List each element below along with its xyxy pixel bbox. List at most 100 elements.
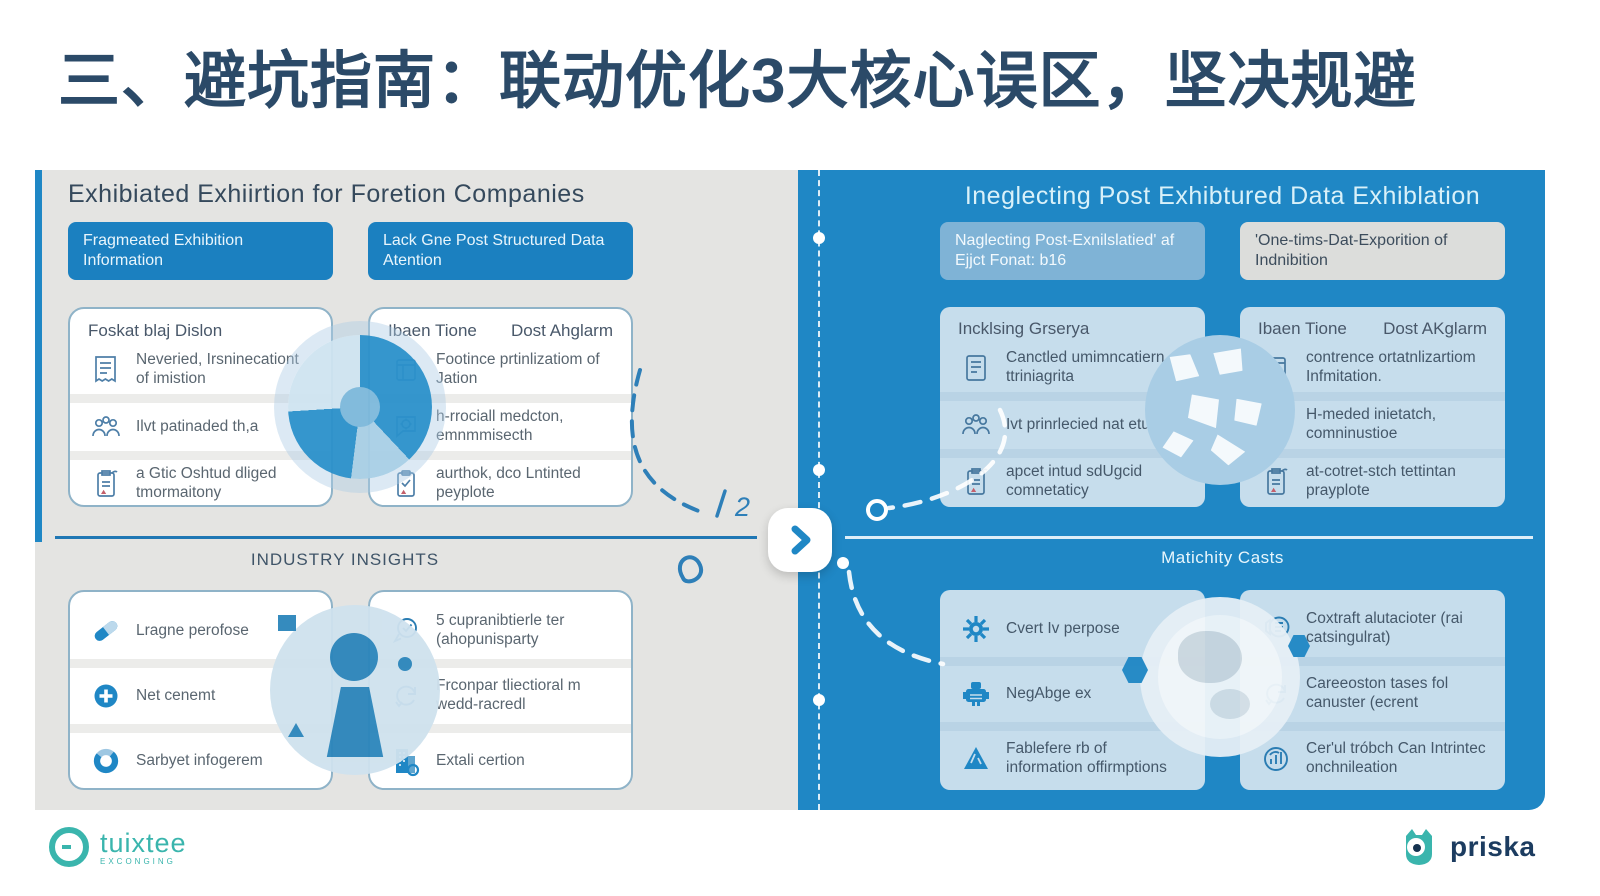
item-text: Footince prtinlizatiom of Jation (436, 351, 600, 387)
infographic: Exhibiated Exhiirtion for Foretion Compa… (35, 170, 1545, 810)
item-text: a Gtic Oshtud dliged tmormaitony (136, 465, 277, 501)
divider-dot (813, 694, 825, 706)
receipt-icon (95, 356, 116, 383)
list-item: Lragne perofose (88, 604, 313, 658)
panel-divider-dashed-line (818, 170, 820, 810)
separator (940, 392, 1205, 401)
chat-settings-icon (396, 416, 416, 438)
list-item: h-rrociall medcton, emnmmisecth (388, 404, 613, 450)
separator (940, 449, 1205, 458)
item-text: aurthok, dco Lntinted peyplote (436, 465, 581, 501)
clipboard-check-icon (397, 470, 415, 497)
group-icon (92, 416, 120, 437)
refresh-icon (395, 685, 416, 708)
left-header-box-1: Fragmeated Exhibition Information (68, 222, 333, 280)
item-text: apcet intud sdUgcid comnetaticy (1006, 463, 1143, 499)
list-item: Coxtraft alutacioter (rai catsingulrat) (1258, 602, 1487, 656)
robot-icon (963, 682, 989, 706)
separator (370, 724, 631, 733)
separator (1240, 449, 1505, 458)
separator (70, 659, 331, 668)
separator (370, 659, 631, 668)
list-item: 5 cupranibtierle ter (ahopunisparty (388, 604, 613, 658)
frame-icon (396, 359, 416, 381)
item-text: Cer'ul tróbch Can Intrintec onchnileatio… (1306, 740, 1486, 776)
list-item: H-meded inietatch, comninustioe (1258, 402, 1487, 448)
list-item: Canctled umimncatiern ttriniagrita (958, 345, 1187, 391)
list-item: aurthok, dco Lntinted peyplote (388, 461, 613, 505)
item-text: Careeoston tases fol canuster (ecrent (1306, 675, 1449, 711)
list-item: Ilvt patinaded th,a (88, 404, 313, 450)
priska-logo-text: priska (1450, 831, 1536, 862)
item-text: Fablefere rb of information offirmptions (1006, 740, 1167, 776)
item-text: Cvert Iv perpose (1006, 619, 1120, 637)
item-text: h-rrociall medcton, emnmmisecth (436, 408, 564, 444)
list-item: apcet intud sdUgcid comnetaticy (958, 459, 1187, 505)
separator (940, 722, 1205, 731)
frame-icon (1266, 357, 1286, 379)
list-item: a Gtic Oshtud dliged tmormaitony (88, 461, 313, 505)
item-text: at-cotret-stch tettintan prayplote (1306, 463, 1456, 499)
card-title-right: Dost Ahglarm (510, 321, 613, 340)
right-divider-label: Matichity Casts (1161, 548, 1284, 567)
item-text: Coxtraft alutacioter (rai catsingulrat) (1306, 610, 1463, 646)
list-item: Footince prtinlizatiom of Jation (388, 347, 613, 393)
list-item: contrence ortatnlizartiom Infmitation. (1258, 345, 1487, 391)
list-item: Fablefere rb of information offirmptions (958, 732, 1187, 786)
clipboard-warning-icon (967, 468, 988, 495)
clipboard-warning-icon (1267, 468, 1288, 495)
left-header-box-2: Lack Gne Post Structured Data Atention (368, 222, 633, 280)
card-maturity-2: Coxtraft alutacioter (rai catsingulrat) … (1240, 590, 1505, 790)
card-maturity-1: Cvert Iv perpose NegAbge ex Fablefere rb… (940, 590, 1205, 790)
item-text: contrence ortatnlizartiom Infmitation. (1306, 349, 1476, 385)
tuixtee-logo-text: tuixtee (100, 828, 187, 858)
priska-logo: priska (1396, 824, 1536, 870)
separator (70, 724, 331, 733)
plus-circle-icon (94, 684, 118, 708)
item-text: Extali certion (436, 751, 525, 769)
item-text: Canctled umimncatiern ttriniagrita (1006, 349, 1165, 385)
chevron-right-icon (791, 525, 811, 555)
divider-dot (813, 464, 825, 476)
refresh-icon (1265, 683, 1286, 706)
item-text: Frconpar tliectioral m wedd-racredl (436, 677, 581, 713)
list-item: Cvert Iv perpose (958, 602, 1187, 656)
card-neglecting-2: Ibaen Tione Dost AKglarm contrence ortat… (1240, 307, 1505, 507)
item-text: Lragne perofose (136, 621, 249, 639)
card-title-right: Dost AKglarm (1383, 319, 1487, 338)
list-item: Careeoston tases fol canuster (ecrent (1258, 667, 1487, 721)
card-title: Foskat blaj Dislon (88, 321, 223, 340)
next-chevron-button[interactable] (768, 508, 832, 572)
megaphone-list-icon (1265, 616, 1290, 638)
separator (1240, 722, 1505, 731)
separator (940, 657, 1205, 666)
tuixtee-logo-icon (49, 827, 89, 867)
receipt-icon (966, 355, 986, 381)
left-divider-line (55, 536, 757, 539)
list-item: at-cotret-stch tettintan prayplote (1258, 459, 1487, 505)
card-lack-structure: Ibaen Tione Dost Ahglarm Footince prtinl… (368, 307, 633, 507)
donut-chart-icon (93, 748, 119, 774)
left-panel-heading: Exhibiated Exhiirtion for Foretion Compa… (68, 180, 585, 208)
item-text: Ilvt patinaded th,a (136, 417, 259, 435)
mountain-icon (964, 747, 988, 769)
item-text: H-meded inietatch, comninustioe (1306, 406, 1437, 442)
left-divider-label: INDUSTRY INSIGHTS (250, 550, 440, 569)
card-fragmented-info: Foskat blaj Dislon Neveried, Irsninecati… (68, 307, 333, 507)
separator (1240, 392, 1505, 401)
group-icon (962, 414, 990, 435)
separator (70, 394, 331, 403)
list-item: Sarbyet infogerem (88, 734, 313, 788)
check-badge-icon (392, 618, 417, 643)
list-item: Extali certion (388, 734, 613, 788)
item-text: Ivt prinrlecied nat eturecty (1006, 415, 1184, 433)
gear-icon (963, 616, 989, 642)
tuixtee-logo: tuixtee EXCONGING (48, 826, 187, 868)
separator (70, 451, 331, 460)
card-title-left: Ibaen Tione (1258, 319, 1347, 338)
building-search-icon (396, 749, 420, 777)
divider-dot (813, 232, 825, 244)
list-item: Ivt prinrlecied nat eturecty (958, 402, 1187, 448)
separator (1240, 657, 1505, 666)
item-text: NegAbge ex (1006, 684, 1092, 702)
